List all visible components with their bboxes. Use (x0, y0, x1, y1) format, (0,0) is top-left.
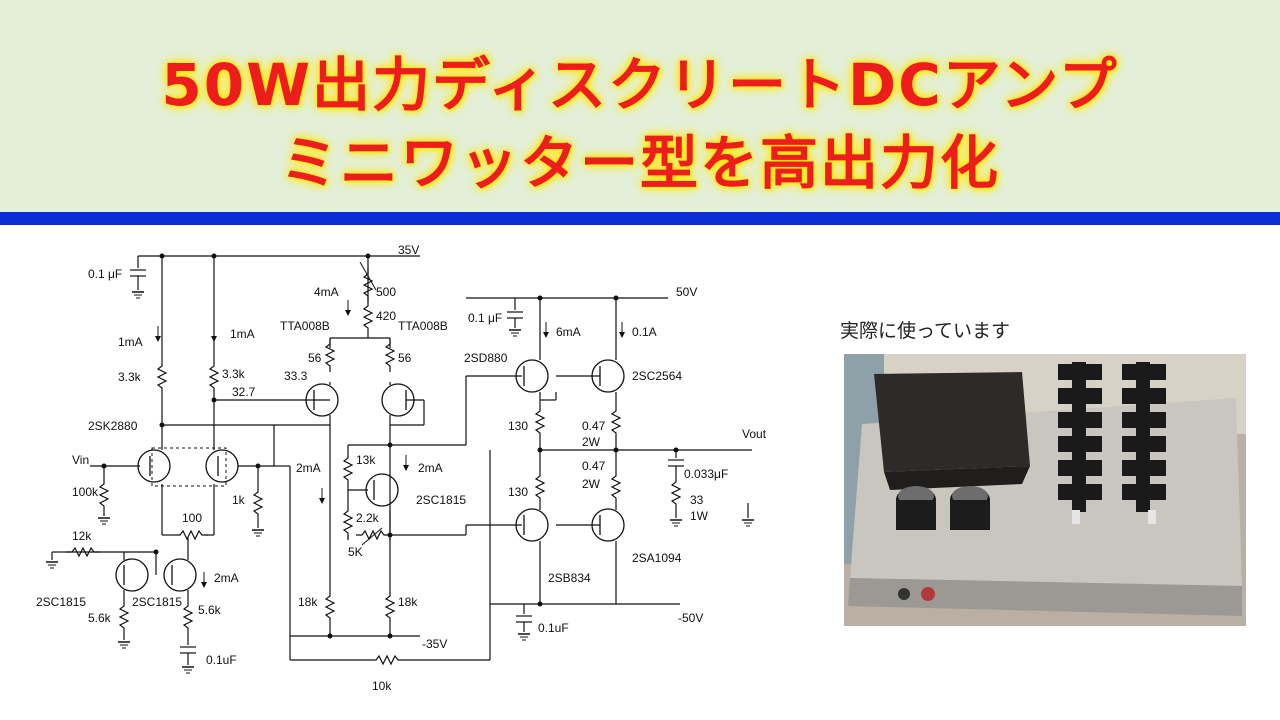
label-2sc1815-left: 2SC1815 (36, 595, 86, 609)
label-2sc1815-mid: 2SC1815 (416, 493, 466, 507)
label-2sc2564: 2SC2564 (632, 369, 682, 383)
amplifier-photo (844, 354, 1246, 626)
label-r130-b: 130 (508, 485, 528, 499)
label-i01a: 0.1A (632, 325, 657, 339)
label-cap-top: 0.1 μF (88, 267, 122, 281)
label-r22k: 2.2k (356, 511, 380, 525)
label-r13k: 13k (356, 453, 376, 467)
label-r18k-left: 18k (298, 595, 318, 609)
label-r130-a: 130 (508, 419, 528, 433)
label-r56-right: 56 (398, 351, 412, 365)
label-r047-b: 0.47 (582, 459, 606, 473)
title-line-2: ミニワッター型を高出力化 (279, 129, 1000, 197)
label-r56-left: 56 (308, 351, 322, 365)
title-line-1: 50W出力ディスクリートDCアンプ (161, 51, 1119, 119)
label-2sd880: 2SD880 (464, 351, 508, 365)
label-2sb834: 2SB834 (548, 571, 591, 585)
label-cap-bot2: 0.1uF (206, 653, 237, 667)
label-i1ma-right: 1mA (230, 327, 255, 341)
label-35v: 35V (398, 243, 419, 257)
label-cap-033: 0.033μF (684, 467, 728, 481)
label-r500: 500 (376, 285, 396, 299)
schematic-wires (51, 255, 752, 665)
label-r5k: 5K (348, 545, 363, 559)
label-r33: 33 (690, 493, 704, 507)
label-r047-a: 0.47 (582, 419, 606, 433)
label-2sc1815-right: 2SC1815 (132, 595, 182, 609)
label-i2ma-a: 2mA (296, 461, 321, 475)
label-r18k-right: 18k (398, 595, 418, 609)
label-r33k-right: 3.3k (222, 367, 246, 381)
label-i2ma-b: 2mA (418, 461, 443, 475)
transistor-symbols (115, 359, 625, 592)
label-w2-a: 2W (582, 435, 601, 449)
label-vin: Vin (72, 453, 89, 467)
label-i4ma: 4mA (314, 285, 339, 299)
label-cap-bot: 0.1uF (538, 621, 569, 635)
label-r56k-left: 5.6k (88, 611, 112, 625)
amplifier-schematic: 35V 50V -35V -50V Vout Vin 0.1 μF 0.1 μF… (36, 243, 767, 693)
label-2sk2880: 2SK2880 (88, 419, 138, 433)
fet-pair-box (151, 447, 227, 487)
title-banner (0, 0, 1280, 212)
label-tta008b-right: TTA008B (398, 319, 448, 333)
divider-bar (0, 212, 1280, 225)
label-r33k-left: 3.3k (118, 370, 142, 384)
label-w2-b: 2W (582, 477, 601, 491)
label-v327: 32.7 (232, 385, 256, 399)
label-vout: Vout (742, 427, 767, 441)
label-2sa1094: 2SA1094 (632, 551, 682, 565)
label-n50v: -50V (678, 611, 703, 625)
label-r12k: 12k (72, 529, 92, 543)
label-tta008b-left: TTA008B (280, 319, 330, 333)
label-r420: 420 (376, 309, 396, 323)
label-r1k: 1k (232, 493, 246, 507)
photo-caption: 実際に使っています (840, 320, 1011, 342)
label-v333: 33.3 (284, 369, 308, 383)
label-50v: 50V (676, 285, 697, 299)
label-r56k-right: 5.6k (198, 603, 222, 617)
label-i2ma-c: 2mA (214, 571, 239, 585)
label-w1: 1W (690, 509, 709, 523)
label-i1ma-left: 1mA (118, 335, 143, 349)
label-i6ma: 6mA (556, 325, 581, 339)
label-r100k: 100k (72, 485, 99, 499)
label-r10k: 10k (372, 679, 392, 693)
label-n35v: -35V (422, 637, 447, 651)
label-r100: 100 (182, 511, 202, 525)
junction-dots (101, 253, 679, 639)
label-cap-mid: 0.1 μF (468, 311, 502, 325)
